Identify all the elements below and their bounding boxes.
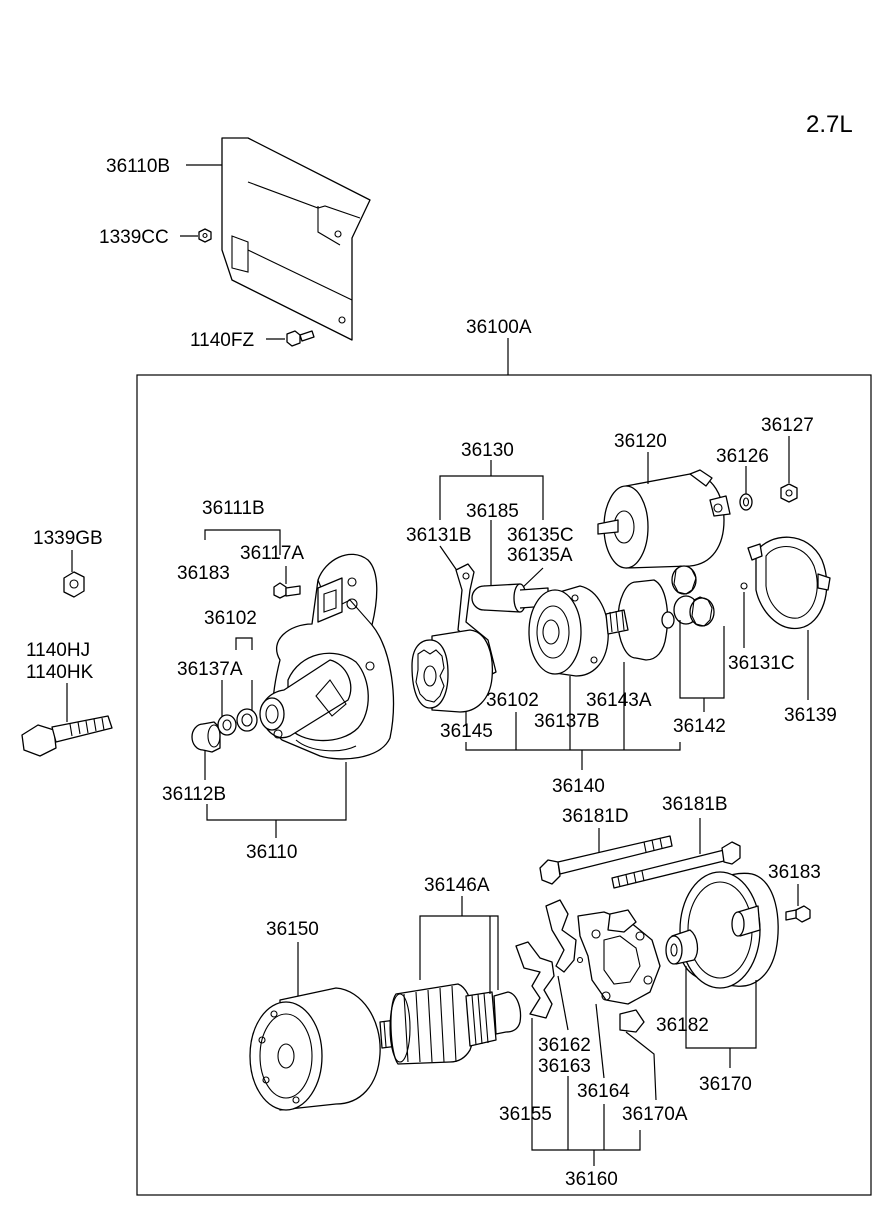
label-36102-a: 36102 [204,608,257,629]
bolt-1140HJ [21,715,113,757]
label-36120: 36120 [614,431,667,452]
leader-36170A [625,1031,657,1101]
bushing-36112B [191,721,221,753]
pinion-drive-36145 [411,629,494,713]
label-36140: 36140 [552,776,605,797]
ring-36102 [236,708,258,732]
front-housing-36110 [259,553,395,760]
label-36110B: 36110B [106,156,170,177]
planet-gears-36142 [671,565,715,627]
washer-36126 [739,493,753,511]
label-1140HK: 1140HK [26,662,94,683]
bracket-36160 [531,1130,641,1151]
nut-1339CC [198,228,212,243]
label-36181B: 36181B [662,794,728,815]
bolt-1140FZ [286,330,315,347]
label-36170: 36170 [699,1074,752,1095]
label-36163: 36163 [538,1056,591,1077]
ball-36131C [740,582,748,590]
label-36182: 36182 [656,1015,709,1036]
label-36130: 36130 [461,440,514,461]
label-36126: 36126 [716,446,769,467]
label-36183-a: 36183 [177,563,230,584]
label-36155: 36155 [499,1104,552,1125]
washer-36137A [217,714,237,736]
bracket-36111B [204,529,281,540]
label-36150: 36150 [266,919,319,940]
label-36142: 36142 [673,716,726,737]
internal-gear-36137B [528,585,609,677]
label-36135C: 36135C [507,525,574,546]
bracket-36170 [685,966,757,1049]
label-36181D: 36181D [562,806,629,827]
label-1339GB: 1339GB [33,528,103,549]
label-36131C: 36131C [728,653,795,674]
bracket-36146A [419,915,499,990]
through-bolt-36181B [611,841,741,889]
planet-shaft-36143A [605,579,675,661]
screw-36183 [785,905,811,923]
leader-36162 [557,975,569,1031]
yoke-36150 [249,987,381,1111]
label-36162: 36162 [538,1035,591,1056]
label-36160: 36160 [565,1169,618,1190]
label-36102-b: 36102 [486,690,539,711]
label-36139: 36139 [784,705,837,726]
nut-1339GB [63,571,85,598]
label-36183-b: 36183 [768,862,821,883]
label-36145: 36145 [440,721,493,742]
bracket-36102 [235,637,253,650]
label-36110: 36110 [246,842,297,863]
label-36100A: 36100A [466,317,532,338]
rear-cover-36170 [665,871,779,989]
label-1140FZ: 1140FZ [190,330,254,351]
label-36127: 36127 [761,415,814,436]
nut-36127 [780,483,798,503]
label-36131B: 36131B [406,525,472,546]
label-1140HJ: 1140HJ [26,640,90,661]
bracket-36140 [465,742,681,751]
label-36117A: 36117A [240,543,304,564]
label-36170A: 36170A [622,1104,688,1125]
label-36164: 36164 [577,1081,630,1102]
armature-36146A [379,983,522,1065]
label-36137A: 36137A [177,659,243,680]
engine-label: 2.7L [806,111,853,138]
bolt-36117A [273,582,301,599]
bracket-36142 [679,620,725,699]
label-36143A: 36143A [586,690,652,711]
label-36146A: 36146A [424,875,490,896]
label-36111B: 36111B [202,498,265,519]
through-bolt-36181D [539,835,673,885]
label-36112B: 36112B [162,784,226,805]
dust-cover-36139 [747,536,831,630]
brush-holder-36160 [515,899,661,1033]
label-36135A: 36135A [507,545,573,566]
label-36185: 36185 [466,501,519,522]
bracket-36110 [206,762,347,821]
leader-36164 [595,1003,605,1079]
heat-shield-36110B [221,137,371,341]
label-36137B: 36137B [534,711,600,732]
solenoid-36120 [597,469,731,569]
label-1339CC: 1339CC [99,227,169,248]
assembly-frame-36100A [136,374,872,1196]
